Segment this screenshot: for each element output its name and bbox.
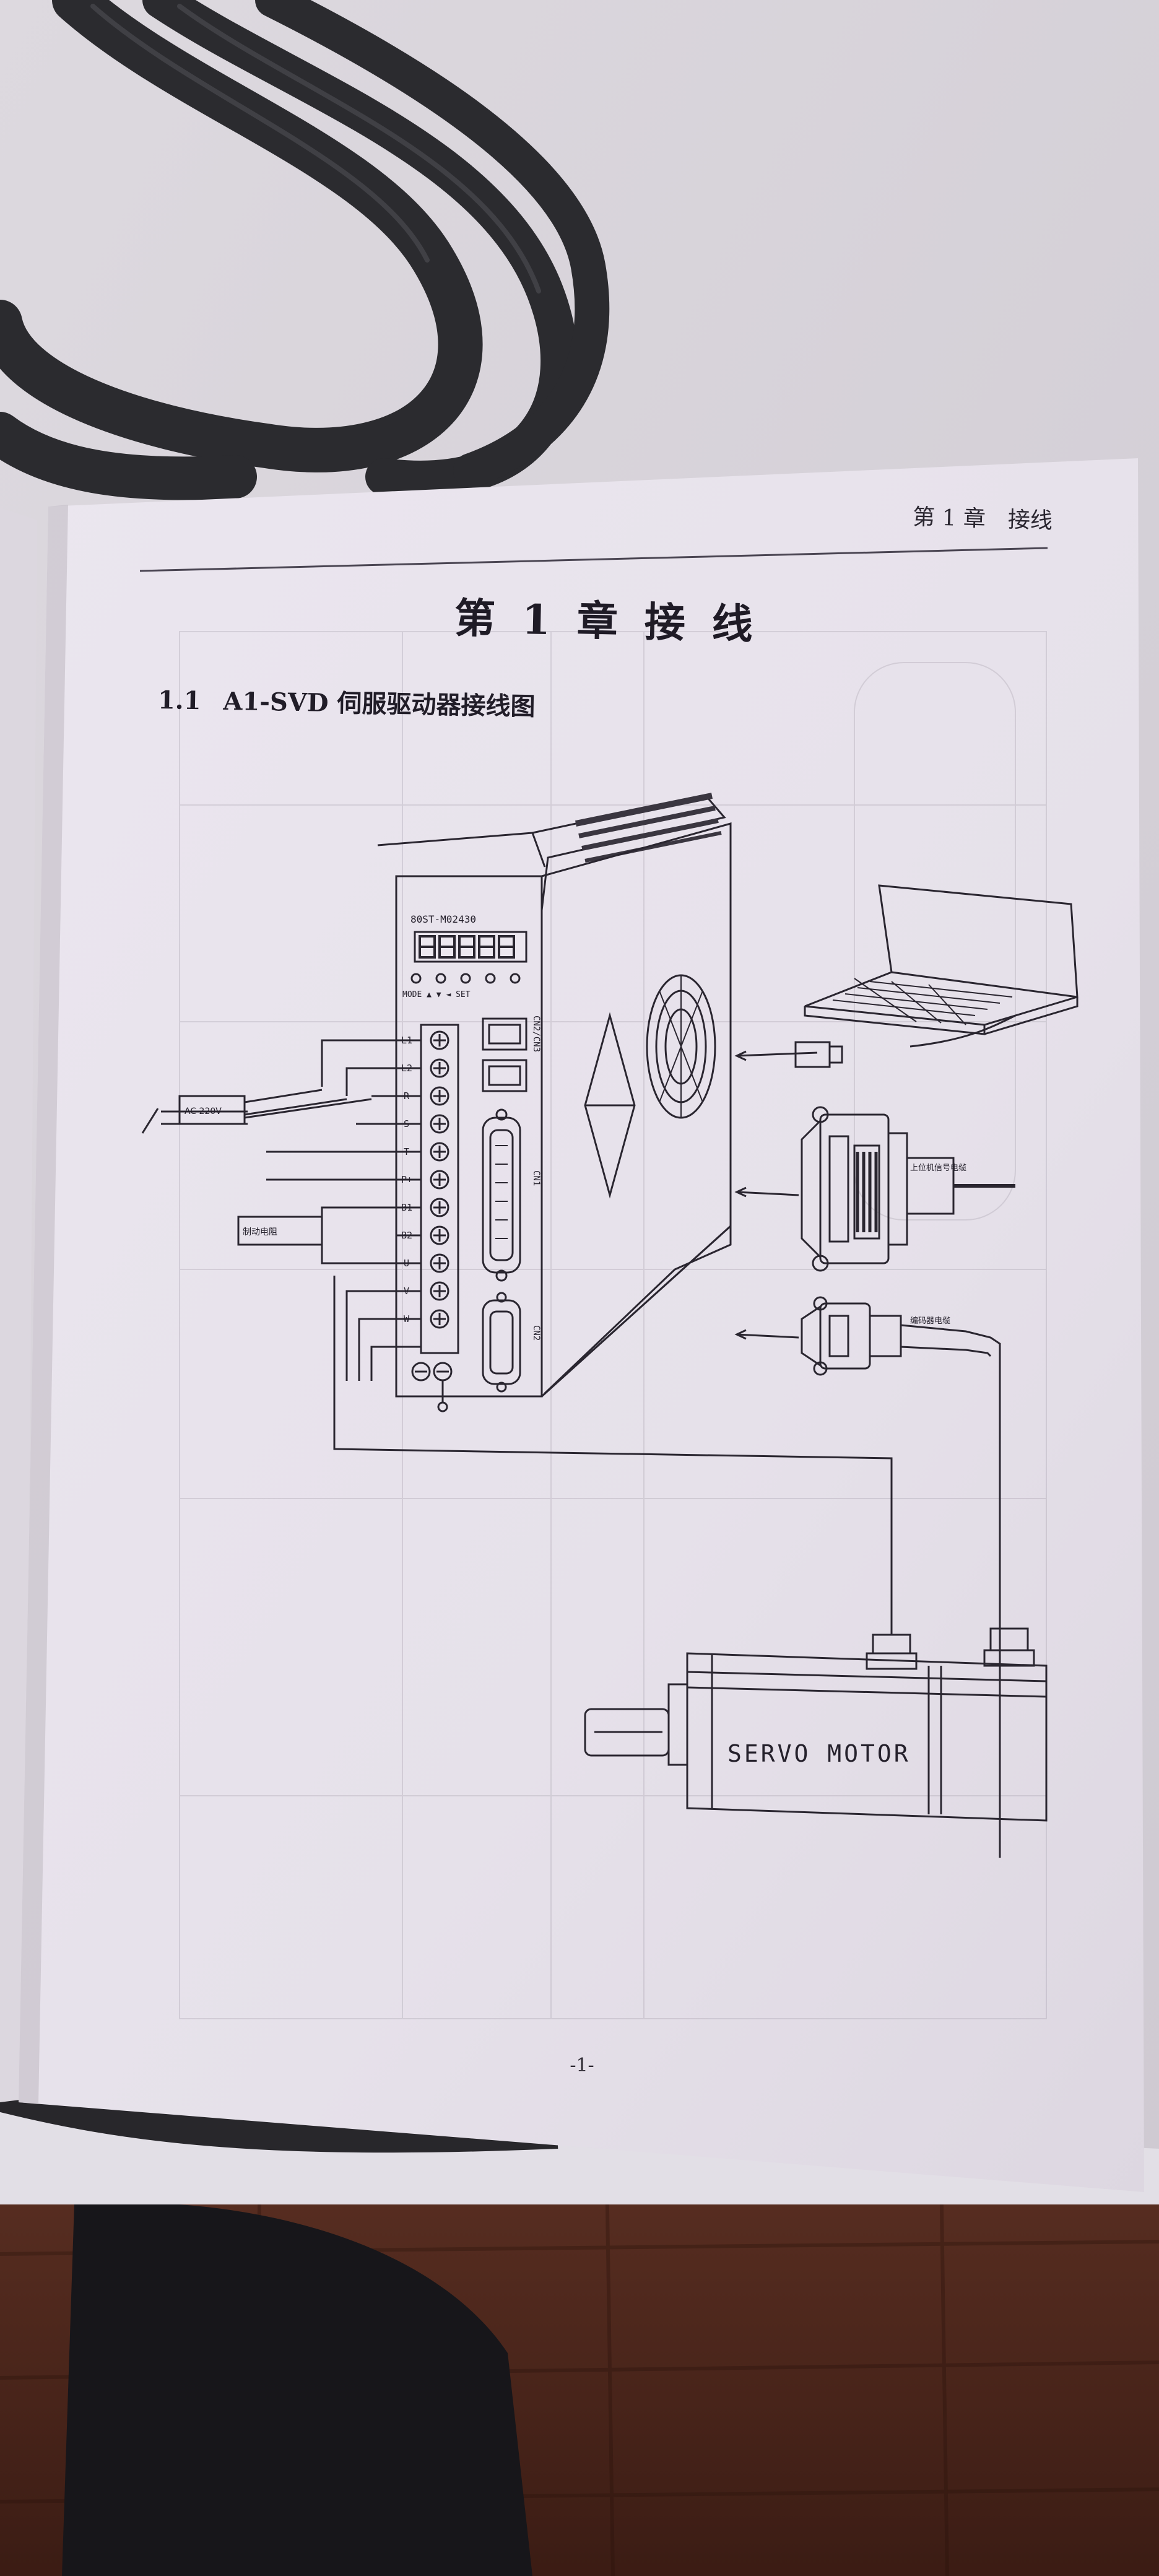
cn1-connector <box>482 1116 521 1274</box>
page-number: -1- <box>570 2055 594 2076</box>
svg-text:B1: B1 <box>401 1202 412 1213</box>
header-rule <box>139 547 1048 572</box>
terminal-block <box>420 1024 459 1354</box>
cn2-connector <box>482 1299 521 1385</box>
svg-text:L2: L2 <box>401 1063 412 1074</box>
ac-input-box <box>178 1095 246 1125</box>
motor-shaft <box>584 1708 670 1757</box>
port-label-cn1: CN1 <box>531 1170 541 1186</box>
fan-grille <box>646 974 716 1119</box>
cn1-cable-plug <box>801 1106 1015 1272</box>
side-logo <box>584 1012 636 1199</box>
port-label-cn2: CN2 <box>531 1325 541 1341</box>
svg-text:L1: L1 <box>401 1035 412 1046</box>
heatsink-fins <box>575 793 722 863</box>
brake-resistor-label: 制动电阻 <box>243 1227 277 1237</box>
drive-model-label: 80ST-M02430 <box>410 913 476 925</box>
section-number: 1.1 <box>157 685 201 716</box>
servo-motor <box>584 1627 1048 1822</box>
cn1-cable-label: 上位机信号电缆 <box>910 1163 966 1173</box>
svg-text:B2: B2 <box>401 1230 412 1241</box>
svg-text:W: W <box>404 1313 410 1325</box>
svg-text:V: V <box>404 1286 409 1297</box>
power-wires <box>141 1039 421 1181</box>
svg-text:U: U <box>404 1258 409 1269</box>
rj45-port-lower <box>482 1059 527 1092</box>
terminal-labels: L1 L2 R S T P+ B1 B2 U V W <box>401 1035 412 1325</box>
terminal-screws <box>430 1030 449 1329</box>
chapter-title: 第 1 章 接 线 <box>454 593 760 649</box>
svg-text:P+: P+ <box>401 1174 412 1185</box>
encoder-cable-label: 编码器电缆 <box>910 1316 950 1326</box>
ac-input-label: AC 220V <box>184 1107 222 1116</box>
port-label-cn3: CN2/CN3 <box>531 1016 541 1052</box>
panel-buttons <box>410 973 521 984</box>
wiring-diagram <box>141 793 1079 1858</box>
drive-front-panel <box>395 875 543 1398</box>
servo-motor-label: SERVO MOTOR <box>727 1740 911 1767</box>
section-title-text: A1-SVD 伺服驱动器接线图 <box>223 686 536 721</box>
display-digits <box>419 935 515 959</box>
svg-text:S: S <box>404 1118 409 1129</box>
brake-resistor <box>237 1216 323 1246</box>
laptop-icon <box>804 884 1079 1035</box>
panel-buttons-label: MODE ▲ ▼ ◄ SET <box>402 990 471 999</box>
rj45-port-upper <box>482 1017 527 1051</box>
svg-text:R: R <box>404 1090 410 1102</box>
brake-resistor-wiring <box>237 1206 421 1264</box>
motor-wires <box>333 1276 893 1635</box>
encoder-cable-plug <box>801 1296 1001 1858</box>
svg-text:T: T <box>404 1146 409 1157</box>
running-header: 第 1 章 接线 <box>912 504 1053 534</box>
